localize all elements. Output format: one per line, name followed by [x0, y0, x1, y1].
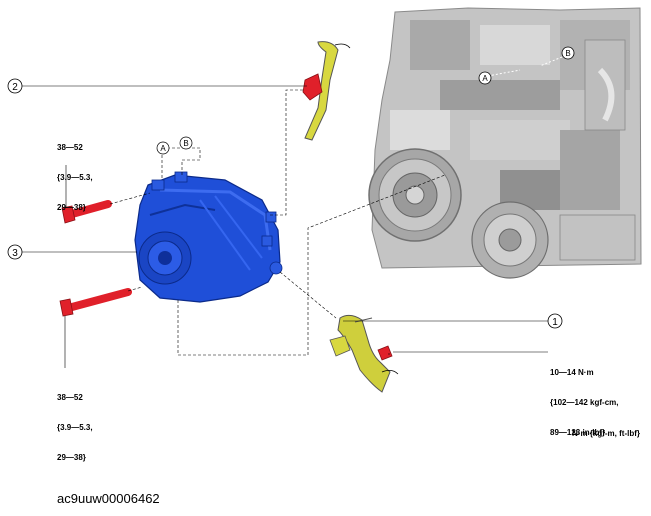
upper-bolt-torque: 38—52 {3.9—5.3, 29—38}	[57, 123, 93, 223]
callout-2-text: 2	[12, 82, 18, 93]
callout-1: 1	[547, 313, 563, 329]
lower-bolt-torque-line-2: {3.9—5.3,	[57, 423, 93, 432]
engine-block	[368, 7, 642, 279]
upper-bolt-torque-line-3: 29—38}	[57, 203, 86, 212]
lower-bolt-torque-line-1: 38—52	[57, 393, 83, 402]
upper-bolt-torque-line-1: 38—52	[57, 143, 83, 152]
lower-bolt	[59, 288, 132, 317]
engine-ref-a: A	[478, 71, 492, 85]
lower-bolt-torque: 38—52 {3.9—5.3, 29—38}	[57, 373, 93, 473]
engine-ref-b: B	[561, 46, 575, 60]
terminal-nut-torque-line-2: {102—142 kgf-cm,	[550, 398, 619, 407]
terminal-nut	[377, 345, 393, 361]
bracket-nut	[302, 73, 323, 101]
document-id: ac9uuw00006462	[57, 491, 160, 506]
units-note: N·m {kgf-m, ft-lbf}	[572, 429, 640, 438]
terminal-nut-torque-line-3: 89—123 in-lbf}	[550, 428, 606, 437]
bracket-part-1	[329, 314, 399, 393]
alternator-part-3	[134, 171, 283, 303]
upper-bolt	[61, 200, 112, 224]
crank-pulley	[368, 148, 462, 242]
leader-lines	[22, 85, 548, 368]
engine-ref-a-text: A	[482, 74, 488, 83]
alt-ref-b-text: B	[183, 139, 188, 148]
callout-2: 2	[7, 78, 23, 94]
ac-compressor	[471, 201, 636, 279]
alt-ref-a-text: A	[160, 144, 166, 153]
terminal-nut-torque: 10—14 N·m {102—142 kgf-cm, 89—123 in-lbf…	[550, 348, 618, 448]
upper-bolt-torque-line-2: {3.9—5.3,	[57, 173, 93, 182]
engine-ref-b-text: B	[565, 49, 570, 58]
alt-ref-b: B	[179, 136, 193, 150]
callout-3: 3	[7, 244, 23, 260]
lower-bolt-torque-line-3: 29—38}	[57, 453, 86, 462]
terminal-nut-torque-line-1: 10—14 N·m	[550, 368, 594, 377]
callout-1-text: 1	[552, 317, 558, 328]
alt-ref-a: A	[156, 141, 170, 155]
callout-3-text: 3	[12, 248, 18, 259]
